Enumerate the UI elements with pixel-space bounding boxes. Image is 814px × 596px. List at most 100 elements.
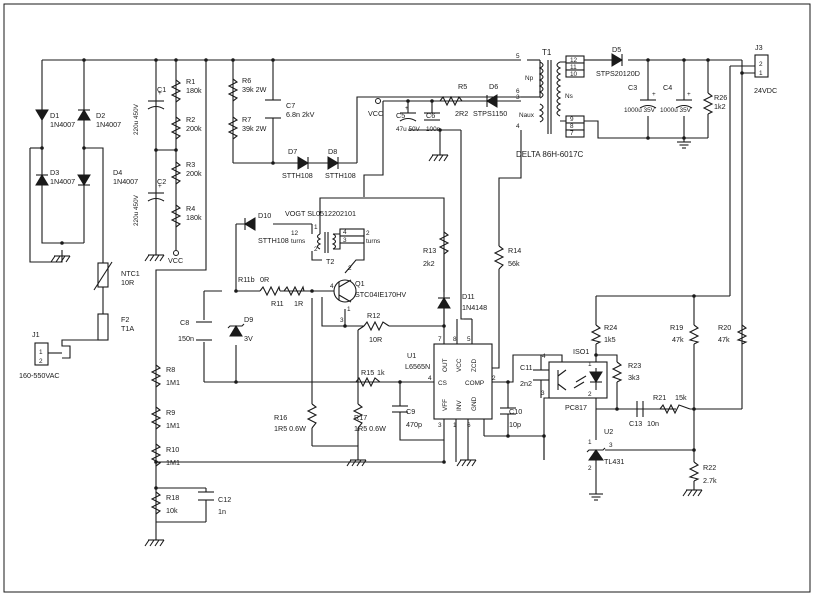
svg-text:C13: C13 [629,419,642,428]
svg-text:9: 9 [570,116,574,123]
svg-text:6.8n 2kV: 6.8n 2kV [286,110,315,119]
svg-text:STTH108: STTH108 [282,171,313,180]
svg-text:1: 1 [314,224,318,231]
svg-text:turns: turns [366,238,380,245]
svg-text:INV: INV [456,400,463,411]
svg-text:5: 5 [516,53,520,60]
svg-text:2: 2 [348,265,352,272]
svg-text:STTH108: STTH108 [325,171,356,180]
svg-text:R5: R5 [458,82,467,91]
resistor-r17: R17 1R5 0.6W [352,403,386,433]
svg-text:C5: C5 [396,111,405,120]
svg-text:2: 2 [39,358,43,365]
svg-text:STTH108: STTH108 [258,236,289,245]
svg-text:D11: D11 [462,292,475,301]
svg-text:56k: 56k [508,259,520,268]
svg-text:R22: R22 [703,463,716,472]
svg-text:D8: D8 [328,147,337,156]
svg-text:4: 4 [343,229,347,236]
connector-j3[interactable]: 21 J3 24VDC [754,43,777,95]
svg-text:470p: 470p [406,420,422,429]
svg-text:4: 4 [330,283,334,290]
svg-text:200k: 200k [186,169,202,178]
svg-text:Ns: Ns [565,93,573,100]
svg-text:DELTA 86H-6017C: DELTA 86H-6017C [516,150,584,159]
svg-text:T2: T2 [326,257,334,266]
svg-text:C2: C2 [157,177,166,186]
svg-text:1: 1 [453,422,457,429]
svg-text:Naux: Naux [519,112,535,119]
svg-text:1N4007: 1N4007 [96,120,121,129]
svg-text:47k: 47k [718,335,730,344]
svg-text:C3: C3 [628,83,637,92]
svg-text:CS: CS [438,380,447,387]
svg-text:R8: R8 [166,365,175,374]
svg-text:R13: R13 [423,246,436,255]
svg-text:220u 450V: 220u 450V [133,194,140,226]
svg-text:2: 2 [314,246,318,253]
svg-text:1N4007: 1N4007 [113,177,138,186]
svg-text:15k: 15k [675,393,687,402]
svg-text:D5: D5 [612,45,621,54]
svg-text:VOGT SL0512202101: VOGT SL0512202101 [285,209,356,218]
connector-j1[interactable]: 12 J1 160-550VAC [19,330,60,380]
svg-text:ISO1: ISO1 [573,347,589,356]
svg-text:J1: J1 [32,330,40,339]
svg-text:1: 1 [588,439,592,446]
svg-text:R6: R6 [242,76,251,85]
svg-text:1: 1 [347,306,351,313]
svg-text:turns: turns [291,238,305,245]
svg-text:8: 8 [570,123,574,130]
capacitor-c11: C11 2n2 [520,363,549,388]
svg-text:R14: R14 [508,246,521,255]
vcc-label-left: VCC [168,256,183,265]
svg-text:3k3: 3k3 [628,373,640,382]
svg-text:C11: C11 [520,363,533,372]
drawing-frame [3,3,811,593]
svg-text:39k 2W: 39k 2W [242,124,267,133]
svg-text:U2: U2 [604,427,613,436]
svg-text:C12: C12 [218,495,231,504]
svg-text:1N4007: 1N4007 [50,177,75,186]
svg-text:1n: 1n [218,507,226,516]
svg-text:R23: R23 [628,361,641,370]
svg-text:ZCD: ZCD [471,358,478,372]
svg-text:7: 7 [438,336,442,343]
svg-text:2n2: 2n2 [520,379,532,388]
svg-text:1k: 1k [377,368,385,377]
svg-text:1R5 0.6W: 1R5 0.6W [354,424,386,433]
svg-text:24VDC: 24VDC [754,86,777,95]
svg-text:+: + [158,90,162,97]
svg-text:NTC1: NTC1 [121,269,140,278]
svg-text:3V: 3V [244,334,253,343]
svg-text:R21: R21 [653,393,666,402]
svg-text:R11b: R11b [238,275,255,284]
svg-text:R7: R7 [242,115,251,124]
svg-text:R17: R17 [354,413,367,422]
transformer-t2: VOGT SL0512202101 12 turns 2 turns T2 1 … [285,209,380,266]
svg-text:2: 2 [759,61,763,68]
svg-text:J3: J3 [755,43,763,52]
